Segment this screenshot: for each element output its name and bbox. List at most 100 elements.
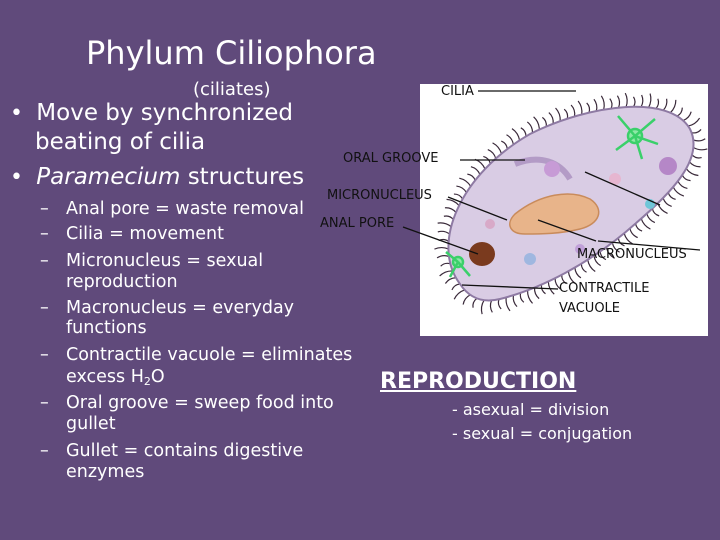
cilium <box>640 218 651 230</box>
oral-groove-shape <box>513 156 573 181</box>
cilium <box>646 213 656 224</box>
cilium <box>567 271 576 284</box>
sub-macronucleus-cont: functions <box>66 318 147 338</box>
label-oral-groove: ORAL GROOVE <box>343 151 439 166</box>
macronucleus-shape <box>509 193 600 235</box>
dash-marker: – <box>40 345 49 365</box>
sub-gullet: –Gullet = contains digestive <box>40 441 303 462</box>
cilium <box>459 177 472 187</box>
cilium <box>492 142 503 154</box>
cilium <box>685 168 699 177</box>
slide-title: Phylum Ciliophora <box>86 34 377 72</box>
bullet-move-continued: beating of cilia <box>35 129 206 155</box>
slide-subtitle: (ciliates) <box>193 79 271 100</box>
pointer-line-cilia-2 <box>584 171 661 206</box>
reproduction-asexual: - asexual = division <box>452 400 610 419</box>
bullet-move: • Move by synchronized <box>10 97 293 130</box>
label-cilia: CILIA <box>441 84 474 99</box>
bullet-structures: • Paramecium structures <box>10 161 304 194</box>
cilium <box>577 100 583 115</box>
bullet-structures-text: structures <box>180 164 305 190</box>
sub-oral-groove-text: Oral groove = sweep food into <box>66 393 334 413</box>
cilium <box>480 299 485 315</box>
cilium <box>453 289 465 300</box>
pointer-line-anal-pore <box>402 226 479 255</box>
reproduction-sexual: - sexual = conjugation <box>452 424 633 443</box>
dash-marker: – <box>40 224 49 244</box>
bullet-marker: • <box>10 101 23 126</box>
pointer-line-macronucleus <box>537 219 597 242</box>
food-vacuoles <box>485 157 677 265</box>
h2o-prefix: excess H <box>66 367 144 387</box>
dash-marker: – <box>40 441 49 461</box>
sub-gullet-text: Gullet = contains digestive <box>66 441 304 461</box>
cilium <box>444 207 457 213</box>
cilium <box>439 270 453 277</box>
label-micronucleus: MICRONUCLEUS <box>327 188 432 203</box>
sub-vacuole: –Contractile vacuole = eliminates <box>40 345 352 366</box>
pointer-line-contractile-vacuole <box>461 284 559 290</box>
label-vacuole: VACUOLE <box>559 301 621 316</box>
cilium <box>434 246 449 250</box>
cilium <box>662 197 672 208</box>
sub-micronucleus-text: Micronucleus = sexual <box>66 251 264 271</box>
label-anal-pore: ANAL PORE <box>320 216 395 231</box>
h2o-subscript: 2 <box>143 375 151 388</box>
cilium <box>437 222 452 228</box>
bullet-marker: • <box>10 165 23 190</box>
sub-vacuole-text: Contractile vacuole = eliminates <box>66 345 353 365</box>
dash-marker: – <box>40 199 49 219</box>
sub-vacuole-cont: excess H2O <box>66 367 165 388</box>
sub-macronucleus-text: Macronucleus = everyday <box>66 298 295 318</box>
cilium <box>526 121 534 133</box>
cilium <box>693 146 708 151</box>
cilium <box>587 259 596 273</box>
cilium <box>693 138 706 142</box>
cilium <box>669 99 677 114</box>
cilium <box>687 117 701 127</box>
cilium <box>689 161 701 168</box>
cilium <box>662 98 668 111</box>
dash-marker: – <box>40 393 49 413</box>
cilium <box>462 294 471 305</box>
pointer-line-macronucleus-2 <box>597 240 701 251</box>
sub-cilia-text: Cilia = movement <box>66 224 224 244</box>
reproduction-heading: REPRODUCTION <box>380 369 577 394</box>
cilium <box>489 300 493 313</box>
micronucleus-shape <box>469 242 495 266</box>
bullet-move-text: Move by synchronized <box>36 100 294 126</box>
contractile-vacuole-shape <box>445 115 659 278</box>
cilium <box>624 92 628 108</box>
cilium <box>672 186 685 197</box>
cilium <box>677 180 688 190</box>
dash-marker: – <box>40 298 49 318</box>
sub-macronucleus: –Macronucleus = everyday <box>40 298 294 319</box>
sub-oral-groove: –Oral groove = sweep food into <box>40 393 334 414</box>
cilium <box>647 93 652 108</box>
label-contractile: CONTRACTILE <box>559 281 650 296</box>
paramecium-illustration <box>420 84 708 336</box>
cilium <box>555 107 561 122</box>
cilium <box>533 116 540 130</box>
cilium <box>505 297 511 312</box>
dash-marker: – <box>40 251 49 271</box>
sub-micronucleus-cont: reproduction <box>66 272 178 292</box>
paramecium-italic: Paramecium <box>36 164 181 190</box>
cilium <box>511 128 521 141</box>
sub-gullet-cont: enzymes <box>66 462 145 482</box>
cilium <box>570 104 576 117</box>
sub-anal-pore-text: Anal pore = waste removal <box>66 199 305 219</box>
label-macronucleus: MACRONUCLEUS <box>577 247 687 262</box>
h2o-suffix: O <box>150 367 165 387</box>
sub-micronucleus: –Micronucleus = sexual <box>40 251 263 272</box>
cilium <box>526 290 533 304</box>
sub-anal-pore: –Anal pore = waste removal <box>40 199 304 220</box>
pointer-line-micronucleus <box>447 196 508 221</box>
cilium <box>600 95 605 110</box>
sub-cilia: –Cilia = movement <box>40 224 224 245</box>
cilium <box>629 228 638 239</box>
cilium <box>446 198 460 207</box>
sub-oral-groove-cont: gullet <box>66 414 116 434</box>
cilium <box>605 246 615 259</box>
